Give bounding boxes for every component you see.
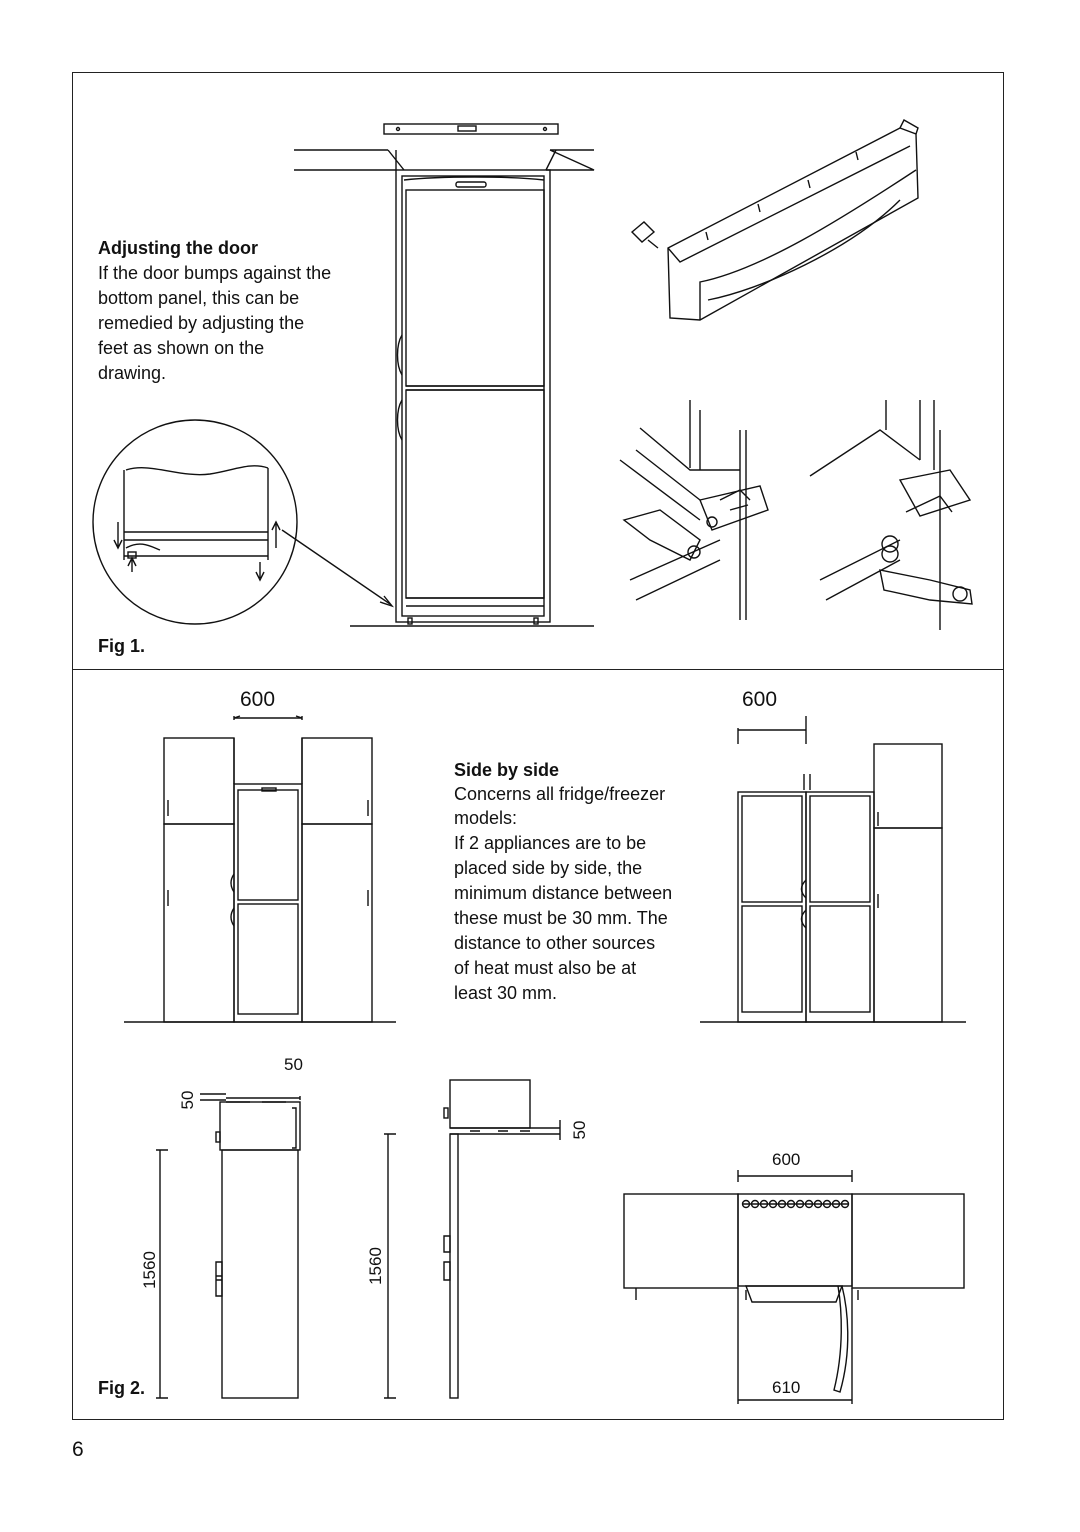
foot-adjust-right xyxy=(809,400,973,630)
side-by-side-elevation-left xyxy=(124,715,396,1023)
foot-adjust-left xyxy=(619,400,769,620)
side-by-side-line-3: If 2 appliances are to be xyxy=(454,833,647,853)
side-by-side-line-9: least 30 mm. xyxy=(454,983,558,1003)
side-by-side-line-7: distance to other sources xyxy=(454,933,656,953)
section-divider xyxy=(72,669,1004,670)
page-number: 6 xyxy=(72,1438,84,1461)
side-by-side-line-1: Concerns all fridge/freezer xyxy=(454,784,666,804)
side-by-side-line-5: minimum distance between xyxy=(454,883,673,903)
side-by-side-line-4: placed side by side, the xyxy=(454,858,643,878)
side-by-side-line-2: models: xyxy=(454,808,518,828)
adjusting-door-line-4: feet as shown on the xyxy=(98,338,265,358)
dimension-plan-width: 600 xyxy=(772,1150,801,1169)
dimension-plan-depth: 610 xyxy=(772,1378,801,1397)
side-by-side-line-8: of heat must also be at xyxy=(454,958,637,978)
fridge-drawing-fig1 xyxy=(395,169,551,625)
plinth-drawing xyxy=(630,119,919,321)
fig2-label: Fig 2. xyxy=(98,1378,146,1398)
plan-view-drawing xyxy=(623,1170,965,1404)
dimension-gap-side-right: 50 xyxy=(570,1120,589,1140)
dimension-gap-side-left: 50 xyxy=(178,1090,197,1110)
dimension-width-right: 600 xyxy=(742,688,778,711)
side-view-clearance-2 xyxy=(384,1079,561,1399)
dimension-height-mid: 1560 xyxy=(366,1247,385,1285)
side-by-side-elevation-right xyxy=(700,716,966,1023)
door-foot-detail xyxy=(92,419,395,625)
adjusting-door-line-2: bottom panel, this can be xyxy=(98,288,300,308)
side-view-clearance-1 xyxy=(156,1093,301,1399)
adjusting-door-line-5: drawing. xyxy=(98,363,167,383)
adjusting-door-line-3: remedied by adjusting the xyxy=(98,313,305,333)
dimension-gap-top: 50 xyxy=(284,1055,303,1074)
spirit-level-drawing xyxy=(383,123,559,135)
dimension-width-left: 600 xyxy=(240,688,276,711)
side-by-side-heading: Side by side xyxy=(454,760,560,780)
adjusting-door-heading: Adjusting the door xyxy=(98,238,258,258)
adjusting-door-line-1: If the door bumps against the xyxy=(98,263,332,283)
page-frame xyxy=(72,72,1004,1420)
plan-view-vents xyxy=(741,1199,850,1209)
side-by-side-line-6: these must be 30 mm. The xyxy=(454,908,668,928)
fig1-label: Fig 1. xyxy=(98,636,146,656)
dimension-height-left: 1560 xyxy=(140,1251,159,1289)
